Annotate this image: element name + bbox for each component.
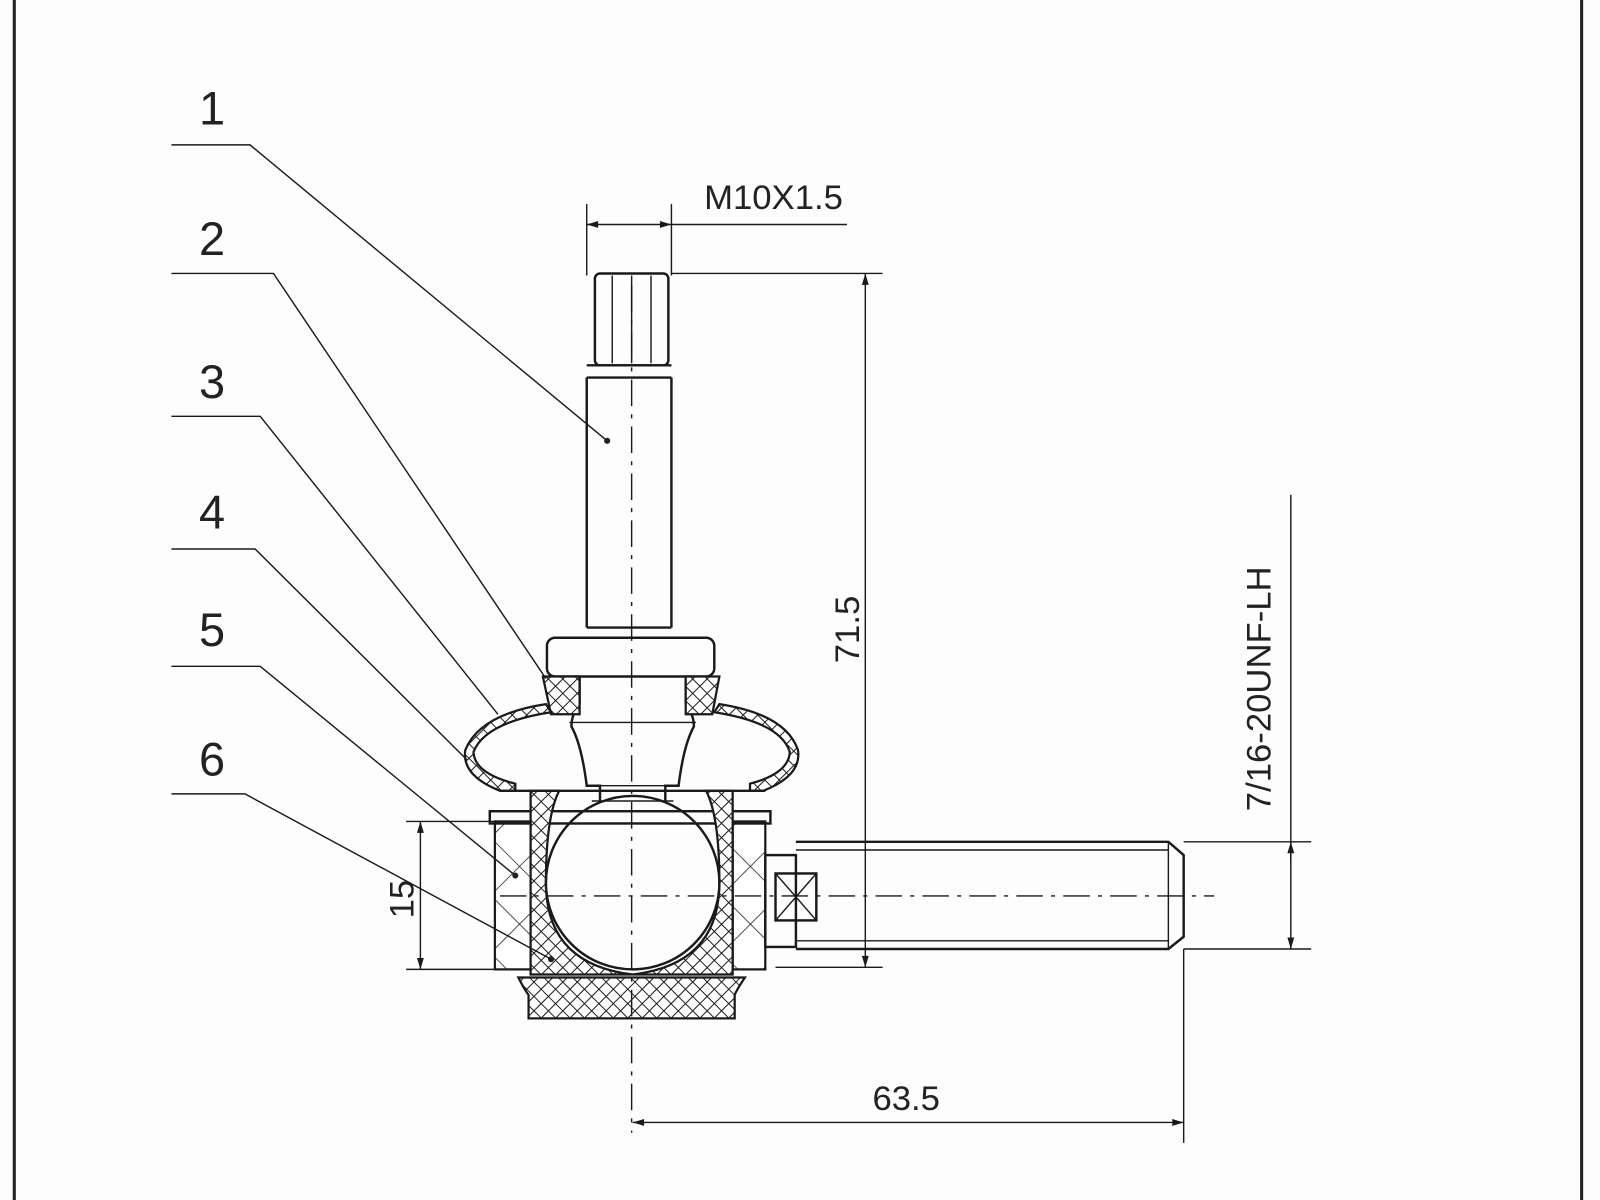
dust-boot-right: [712, 702, 800, 792]
thread-shank-label: 7/16-20UNF-LH: [1240, 566, 1278, 811]
callout-6-label: 6: [199, 734, 225, 786]
dimension-thread-shank: 7/16-20UNF-LH: [1183, 494, 1312, 950]
callout-1-label: 1: [199, 82, 225, 134]
callout-1: 1: [171, 82, 611, 444]
callout-3: 3: [171, 356, 499, 715]
callout-4-label: 4: [199, 487, 225, 539]
callout-5: 5: [171, 604, 519, 879]
callout-5-label: 5: [199, 604, 225, 656]
dimension-height: 71.5: [671, 272, 883, 969]
dust-boot: [463, 702, 553, 792]
length-label: 63.5: [872, 1080, 940, 1118]
callout-2-label: 2: [199, 213, 225, 265]
callout-4: 4: [171, 487, 468, 761]
dimension-housing-height: 15: [383, 820, 495, 971]
ball: [544, 794, 721, 971]
callout-2: 2: [171, 213, 547, 679]
callout-3-label: 3: [199, 356, 225, 408]
dimension-length: 63.5: [632, 948, 1185, 1143]
dimension-thread-stud: M10X1.5: [586, 179, 847, 276]
height-label: 71.5: [829, 596, 867, 664]
callout-6: 6: [171, 734, 555, 963]
bearing-seat: [529, 789, 734, 976]
seal-right: [684, 675, 721, 716]
part-callouts: 1 2 3 4 5 6: [171, 82, 611, 963]
seal-left: [541, 675, 581, 716]
thread-stud-label: M10X1.5: [704, 179, 843, 217]
stud: [545, 272, 716, 802]
